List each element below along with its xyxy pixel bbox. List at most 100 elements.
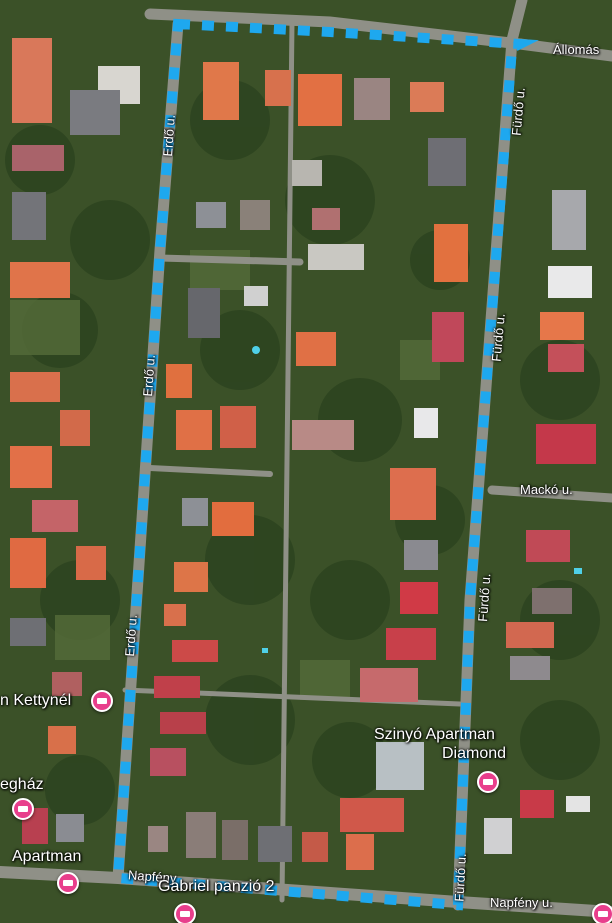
buildings [10, 38, 596, 870]
building [182, 498, 208, 526]
building [150, 748, 186, 776]
swimming-pools [252, 346, 582, 653]
building [548, 344, 584, 372]
road-cross-middle [147, 465, 273, 477]
building [265, 70, 291, 106]
building [70, 90, 120, 135]
building [360, 668, 418, 702]
building [12, 145, 64, 171]
building [386, 628, 436, 660]
lodging-icon[interactable] [592, 903, 612, 923]
building [506, 622, 554, 648]
building [154, 676, 200, 698]
building [566, 796, 590, 812]
building [340, 798, 404, 832]
poi-label-apartman[interactable]: Apartman [12, 848, 82, 865]
building [434, 224, 468, 282]
lodging-icon[interactable] [91, 690, 113, 712]
building [10, 372, 60, 402]
building [10, 262, 70, 298]
road-allomas [514, 38, 612, 62]
poi-label-vendeghaz[interactable]: egház [0, 776, 44, 793]
poi-label-diamond[interactable]: Diamond [442, 745, 507, 762]
building [12, 38, 52, 123]
building [484, 818, 512, 854]
building [10, 538, 46, 588]
building [532, 588, 572, 614]
building [404, 540, 438, 570]
building [292, 420, 354, 450]
building [510, 656, 550, 680]
building [548, 266, 592, 298]
building [536, 424, 596, 464]
building [552, 190, 586, 250]
building [188, 288, 220, 338]
building [166, 364, 192, 398]
building [296, 332, 336, 366]
building [222, 820, 248, 860]
building [244, 286, 268, 306]
road-cross-upper [156, 254, 304, 266]
building [298, 74, 342, 126]
building [258, 826, 292, 862]
building [52, 672, 82, 696]
building [400, 582, 438, 614]
building [32, 500, 78, 532]
lodging-icon[interactable] [174, 903, 196, 923]
garden-patches [10, 250, 440, 700]
building [376, 742, 424, 790]
street-label-erdo-mid: Erdő u. [140, 354, 158, 397]
lodging-icon[interactable] [477, 771, 499, 793]
street-label-furdo-bottom: Fürdő u. [451, 852, 469, 903]
building [164, 604, 186, 626]
road-macko [487, 485, 612, 503]
building [354, 78, 390, 120]
street-label-macko: Mackó u. [520, 482, 573, 497]
building [220, 406, 256, 448]
building [148, 826, 168, 852]
street-label-erdo-low: Erdő u. [122, 614, 140, 657]
lodging-icon[interactable] [57, 872, 79, 894]
street-label-napfeny-right: Napfény u. [490, 895, 553, 910]
street-label-erdo-top: Erdő u. [160, 114, 178, 157]
building [60, 410, 90, 446]
building [308, 244, 364, 270]
building [414, 408, 438, 438]
building [240, 200, 270, 230]
building [172, 640, 218, 662]
lodging-icon[interactable] [12, 798, 34, 820]
poi-label-gabriel[interactable]: Gabriel panzió 2 [158, 878, 275, 895]
building [48, 726, 76, 754]
building [76, 546, 106, 580]
building [56, 814, 84, 842]
building [432, 312, 464, 362]
building [520, 790, 554, 818]
building [203, 62, 239, 120]
building [540, 312, 584, 340]
building [176, 410, 212, 450]
building [428, 138, 466, 186]
building [346, 834, 374, 870]
poi-label-kettynel[interactable]: n Kettynél [0, 692, 72, 709]
building [292, 160, 322, 186]
poi-label-szinyo[interactable]: Szinyó Apartman [374, 726, 495, 743]
building [174, 562, 208, 592]
building [10, 618, 46, 646]
building [212, 502, 254, 536]
street-label-allomas: Állomás [553, 42, 600, 57]
building [10, 446, 52, 488]
building [312, 208, 340, 230]
road-top [144, 8, 526, 50]
building [390, 468, 436, 520]
road-inner-lane [279, 19, 295, 903]
building [186, 812, 216, 858]
route-dotted-path [112, 18, 539, 911]
building [196, 202, 226, 228]
building [410, 82, 444, 112]
building [12, 192, 46, 240]
building [302, 832, 328, 862]
building [160, 712, 206, 734]
building [526, 530, 570, 562]
